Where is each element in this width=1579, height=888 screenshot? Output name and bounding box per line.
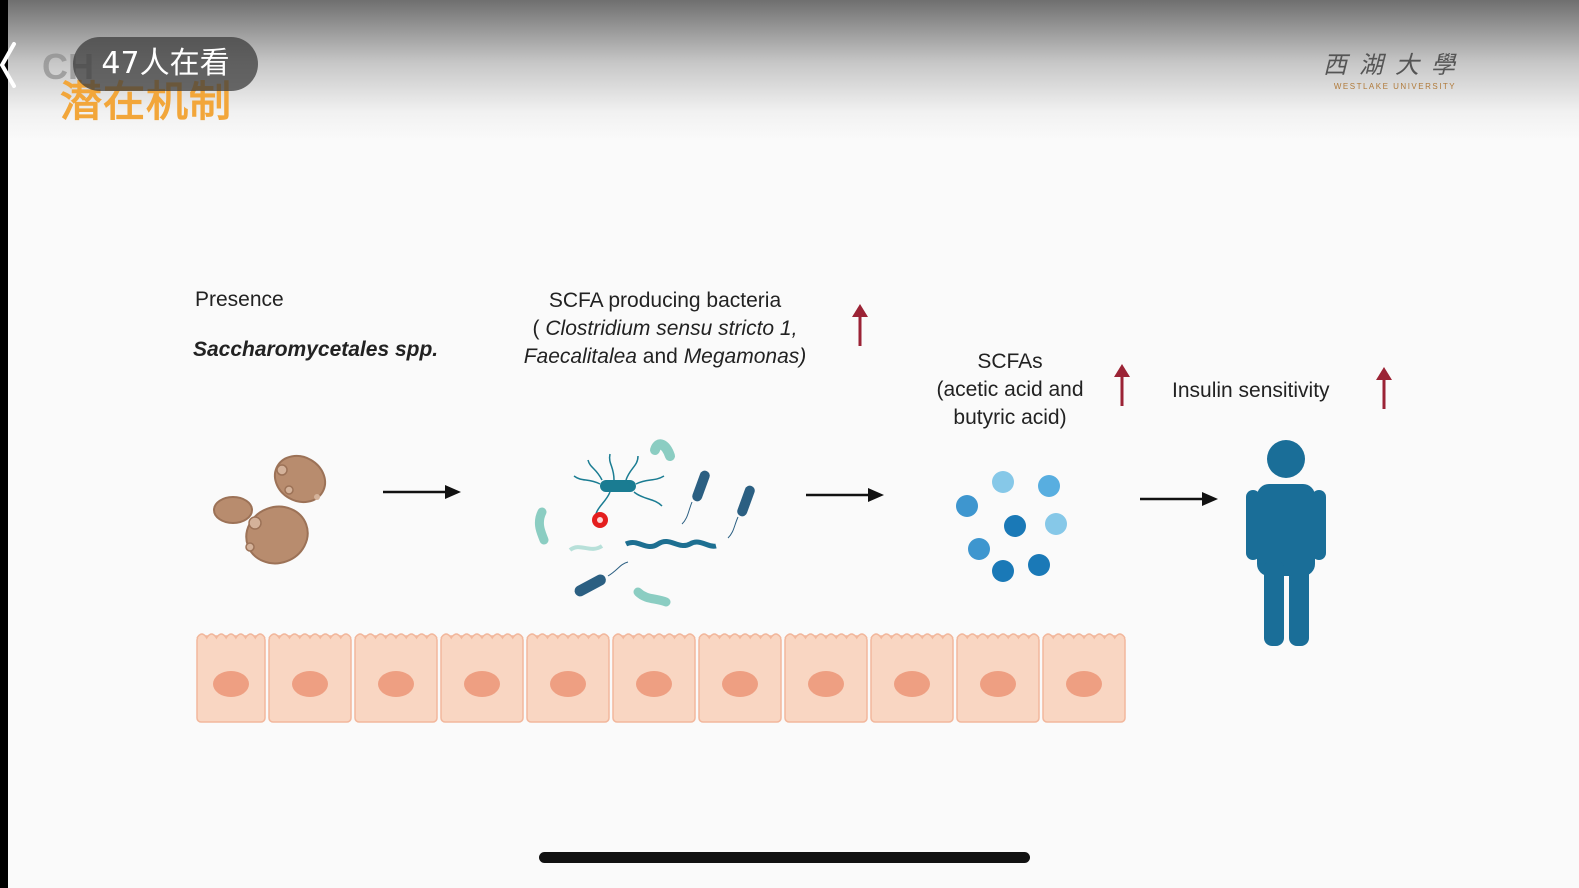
- arrow-yeast-to-bacteria-icon: [383, 485, 461, 499]
- epithelial-cell: [612, 633, 696, 723]
- yeast-label-species: Saccharomycetales spp.: [193, 338, 439, 361]
- bacteria-genus3: Megamonas): [683, 345, 807, 368]
- scfa-label-line3: butyric acid): [953, 406, 1067, 429]
- epithelial-cell: [268, 633, 352, 723]
- top-gradient: [8, 0, 1579, 140]
- university-logo: 西湖大學 WESTLAKE UNIVERSITY: [1315, 45, 1475, 95]
- person-icon: [1246, 440, 1326, 646]
- epithelial-cell: [698, 633, 782, 723]
- up-arrow-icon-bacteria: [852, 304, 868, 346]
- bacteria-label: SCFA producing bacteria ( Clostridium se…: [495, 287, 835, 371]
- epithelial-cell: [784, 633, 868, 723]
- scfa-label-line2: (acetic acid and: [936, 378, 1084, 401]
- bacteria-illustration: [534, 439, 755, 607]
- yeast-cells-illustration: [213, 454, 327, 565]
- epithelial-cells-illustration: [196, 633, 1126, 723]
- bacteria-and: and: [636, 345, 684, 368]
- back-chevron-icon[interactable]: [0, 40, 30, 90]
- epithelial-cell: [1042, 633, 1126, 723]
- bacteria-genus1: Clostridium sensu stricto 1,: [545, 317, 798, 340]
- bacteria-label-line1: SCFA producing bacteria: [548, 289, 782, 312]
- logo-english: WESTLAKE UNIVERSITY: [1333, 82, 1457, 91]
- viewer-count-badge: 47人在看: [73, 37, 258, 91]
- bacteria-open-paren: (: [532, 317, 546, 340]
- up-arrow-icon-insulin: [1376, 367, 1392, 409]
- arrow-bacteria-to-scfa-icon: [806, 488, 884, 502]
- home-indicator[interactable]: [539, 852, 1030, 863]
- scfa-molecules-illustration: [956, 471, 1067, 582]
- yeast-label-presence: Presence: [195, 288, 284, 311]
- epithelial-cell: [196, 633, 266, 723]
- up-arrow-icon-scfa: [1114, 364, 1130, 406]
- epithelial-cell: [526, 633, 610, 723]
- epithelial-cell: [440, 633, 524, 723]
- epithelial-cell: [956, 633, 1040, 723]
- scfa-label: SCFAs (acetic acid and butyric acid): [915, 348, 1105, 432]
- epithelial-cell: [354, 633, 438, 723]
- arrow-scfa-to-insulin-icon: [1140, 492, 1218, 506]
- epithelial-cell: [870, 633, 954, 723]
- insulin-label: Insulin sensitivity: [1172, 379, 1330, 402]
- left-edge: [0, 0, 8, 888]
- logo-chinese: 西湖大學: [1323, 51, 1467, 79]
- bacteria-genus2: Faecalitalea: [523, 345, 637, 368]
- scfa-label-line1: SCFAs: [977, 350, 1043, 373]
